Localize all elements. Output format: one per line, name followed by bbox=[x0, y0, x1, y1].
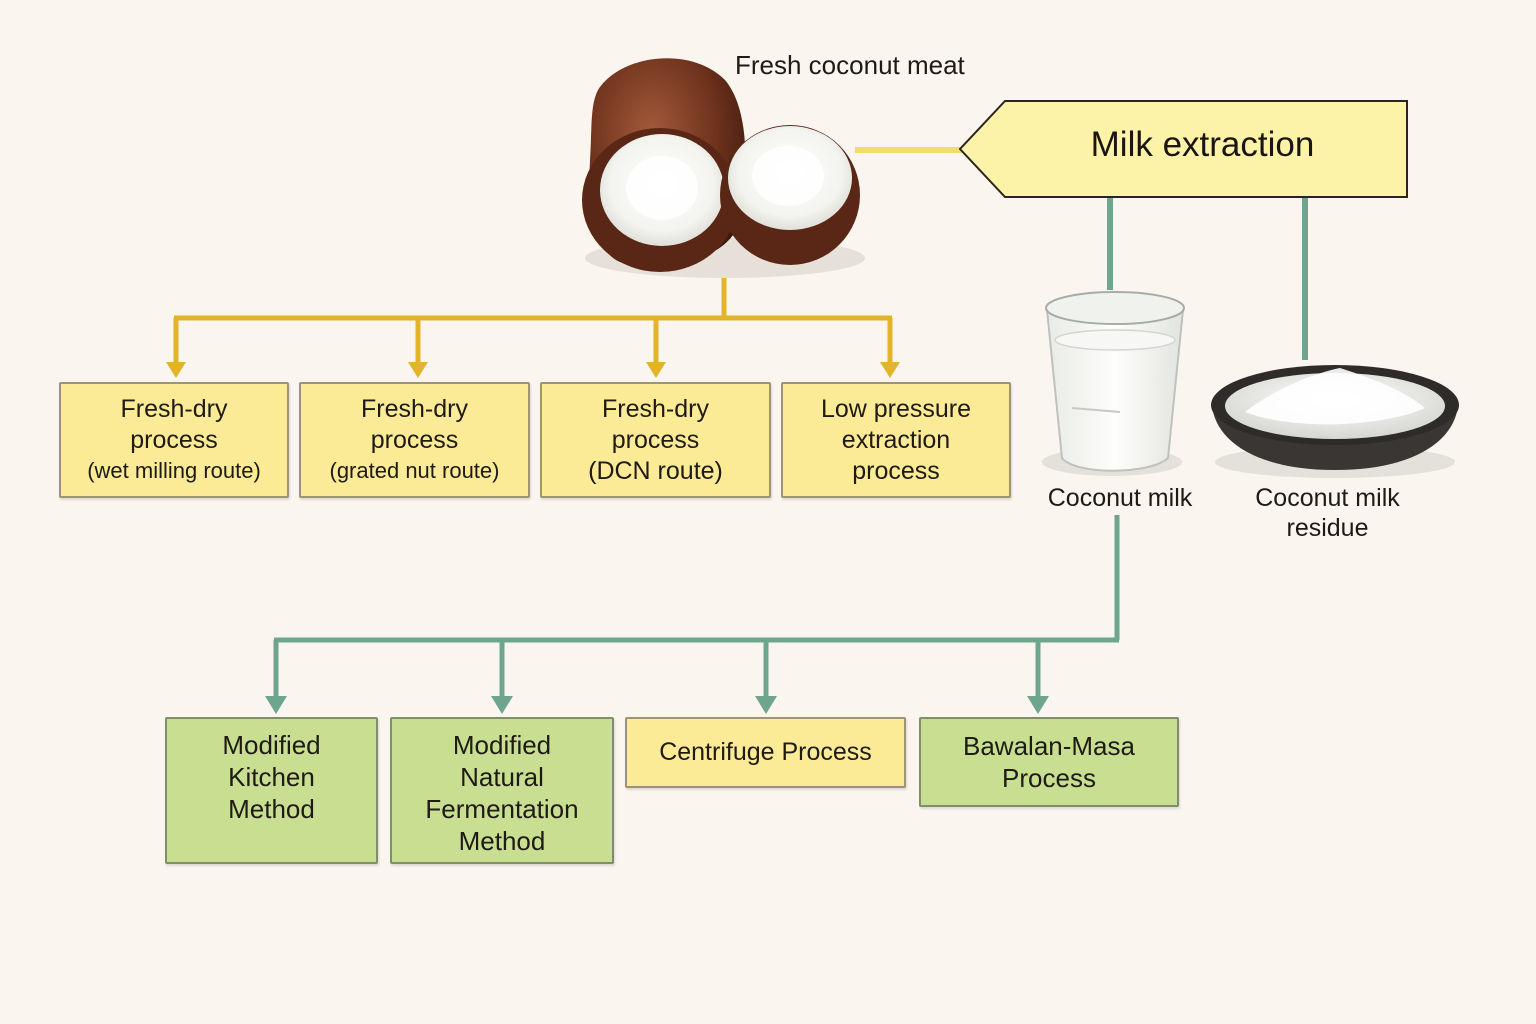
milk-extraction-shape bbox=[958, 100, 1408, 198]
method-line1: Modified bbox=[452, 730, 552, 760]
residue-label-line1: Coconut milk bbox=[1255, 484, 1400, 512]
route-line2: process bbox=[611, 425, 700, 454]
route-line2: extraction bbox=[841, 425, 951, 454]
method-line2: Kitchen bbox=[228, 762, 315, 792]
method-box-centrifuge: Centrifuge Process bbox=[625, 717, 906, 788]
method-line4: Method bbox=[458, 826, 546, 856]
milk-method-connectors bbox=[273, 515, 1120, 698]
route-line1: Low pressure bbox=[820, 394, 972, 423]
fresh-dry-arrowheads bbox=[166, 362, 900, 378]
fresh-coconut-meat-label: Fresh coconut meat bbox=[735, 50, 965, 80]
milk-method-arrowheads bbox=[265, 696, 1049, 714]
route-line1: Fresh-dry bbox=[361, 395, 468, 423]
method-box-natural-fermentation: Modified Natural Fermentation Method bbox=[390, 717, 614, 864]
method-line1: Centrifuge Process bbox=[659, 738, 872, 766]
route-line3: process bbox=[852, 456, 940, 485]
route-box-dcn: Fresh-dry process (DCN route) bbox=[540, 382, 771, 498]
method-box-modified-kitchen: Modified Kitchen Method bbox=[165, 717, 378, 864]
milk-extraction-label: Milk extraction bbox=[1090, 125, 1315, 164]
coconut-icon bbox=[582, 58, 865, 278]
fresh-dry-connectors bbox=[173, 278, 893, 364]
bowl-of-residue-icon bbox=[1211, 365, 1459, 478]
residue-label-line2: residue bbox=[1286, 514, 1369, 542]
route-line3: (wet milling route) bbox=[87, 458, 261, 483]
method-line2: Natural bbox=[460, 762, 544, 792]
method-line2: Process bbox=[1002, 763, 1096, 793]
method-box-bawalan-masa: Bawalan-Masa Process bbox=[919, 717, 1179, 807]
method-line3: Method bbox=[228, 794, 315, 824]
route-line2: process bbox=[130, 426, 218, 454]
coconut-milk-residue-label: Coconut milk residue bbox=[1230, 483, 1425, 543]
route-line2: process bbox=[370, 426, 459, 454]
route-line3: (DCN route) bbox=[588, 456, 723, 485]
route-line3: (grated nut route) bbox=[329, 458, 500, 483]
coconut-milk-label: Coconut milk bbox=[1047, 484, 1193, 512]
method-line1: Modified bbox=[222, 730, 321, 760]
method-line1: Bawalan-Masa bbox=[963, 731, 1135, 761]
route-line1: Fresh-dry bbox=[602, 394, 709, 423]
route-line1: Fresh-dry bbox=[120, 395, 228, 423]
glass-of-milk-icon bbox=[1042, 291, 1185, 476]
route-box-wet-milling: Fresh-dry process (wet milling route) bbox=[59, 382, 289, 498]
method-line3: Fermentation bbox=[425, 794, 579, 824]
route-box-grated-nut: Fresh-dry process (grated nut route) bbox=[299, 382, 530, 498]
route-box-low-pressure: Low pressure extraction process bbox=[781, 382, 1011, 498]
